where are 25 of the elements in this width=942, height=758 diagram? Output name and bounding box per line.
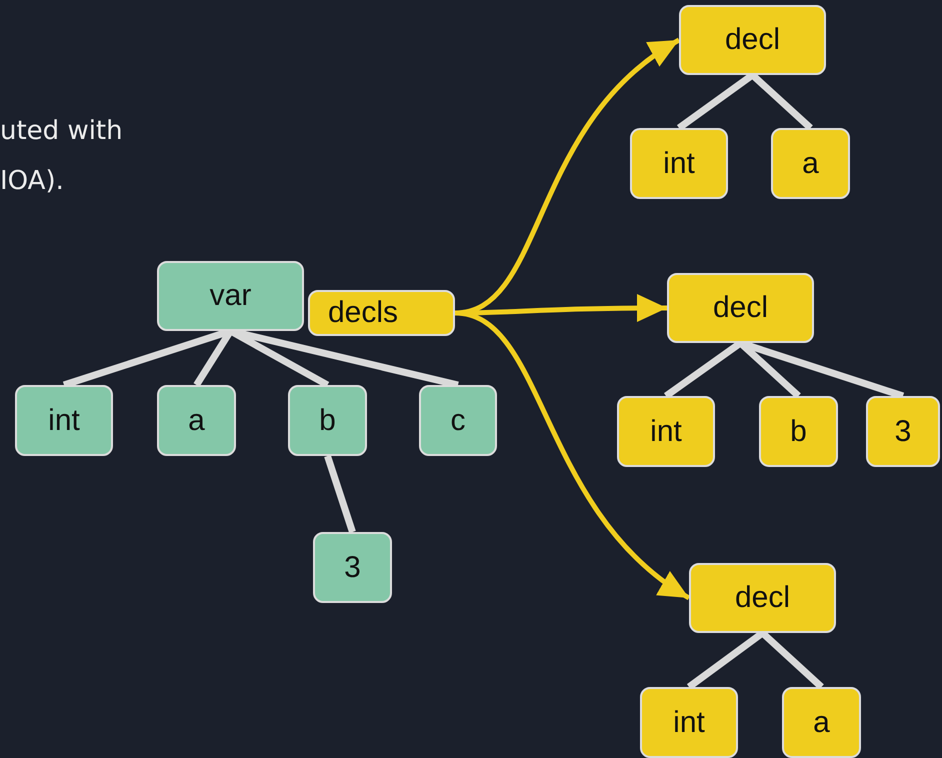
tree-node: int xyxy=(15,385,113,456)
tree-node: c xyxy=(419,385,497,456)
tree-branch-line xyxy=(676,72,755,131)
tree-branch-line xyxy=(760,630,824,690)
tree-node: decl xyxy=(667,273,814,343)
tree-branch-line xyxy=(750,72,813,131)
tree-node: 3 xyxy=(866,396,940,467)
text-fragment: uted with xyxy=(0,116,123,146)
tree-node: decl xyxy=(679,5,826,75)
tree-node: int xyxy=(630,128,728,199)
text-fragment: IOA). xyxy=(0,166,64,196)
tree-branch-line xyxy=(686,630,765,690)
tree-node: a xyxy=(157,385,236,456)
tree-node: b xyxy=(288,385,367,456)
tree-node: int xyxy=(617,396,715,467)
tree-branch-line xyxy=(324,454,356,534)
tree-node: int xyxy=(640,687,738,758)
tree-node: 3 xyxy=(313,532,392,603)
tree-node: decl xyxy=(689,563,836,633)
tree-node: var xyxy=(157,261,304,331)
tree-node: decls xyxy=(308,290,455,336)
tree-node: a xyxy=(771,128,850,199)
tree-node: b xyxy=(759,396,838,467)
tree-branch-line xyxy=(664,340,743,399)
tree-node: a xyxy=(782,687,861,758)
